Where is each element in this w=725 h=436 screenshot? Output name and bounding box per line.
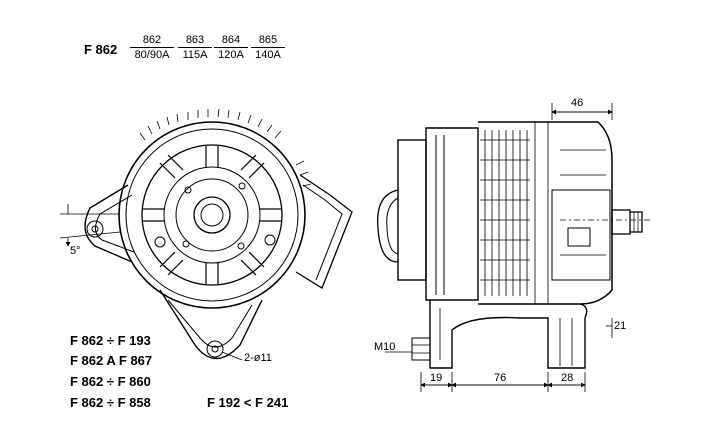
bottom-mount-hole <box>206 340 224 358</box>
variant-amps: 115A <box>182 49 208 61</box>
bolt-label: M10 <box>374 341 396 353</box>
rear-cover <box>397 139 427 281</box>
compat-item: F 862 ÷ F 860 <box>70 374 151 389</box>
compat-item: F 862 ÷ F 858 <box>70 395 151 410</box>
left-mount-hole <box>86 220 104 238</box>
model-label: F 862 <box>84 42 118 57</box>
stator-body <box>478 121 613 305</box>
angle-label: 5° <box>70 245 81 257</box>
front-bearing <box>551 189 611 281</box>
connector-bulge <box>377 189 399 263</box>
front-view <box>59 108 353 360</box>
compat-item-right: F 192 < F 241 <box>207 395 289 410</box>
variant-code: 865 <box>251 34 285 48</box>
bottom-mount-foot <box>429 300 588 369</box>
variant-code: 862 <box>130 34 174 48</box>
m10-bolt <box>411 337 431 361</box>
variant-amps: 140A <box>255 49 281 61</box>
variant-code: 863 <box>178 34 212 48</box>
compat-item: F 862 A F 867 <box>70 353 153 368</box>
side-view <box>377 103 650 392</box>
shaft <box>611 209 631 235</box>
offset-dimension-label: 21 <box>614 320 627 332</box>
bottom-dim-19: 19 <box>430 372 443 384</box>
variant-862: 862 80/90A <box>130 34 174 61</box>
bottom-mount-lug <box>167 299 253 348</box>
top-dimension-label: 46 <box>571 97 584 109</box>
variant-863: 863 115A <box>178 34 212 61</box>
outer-housing <box>118 121 306 309</box>
compat-item: F 862 ÷ F 193 <box>70 333 151 348</box>
variant-864: 864 120A <box>214 34 248 61</box>
pulley-hub <box>193 196 231 234</box>
bottom-dim-28: 28 <box>561 372 574 384</box>
hole-diameter-label: 2-ø11 <box>244 352 272 364</box>
variant-amps: 120A <box>218 49 244 61</box>
variant-amps: 80/90A <box>134 49 170 61</box>
left-mount-lug <box>84 184 133 263</box>
bottom-dim-76: 76 <box>494 372 507 384</box>
variant-865: 865 140A <box>251 34 285 61</box>
variant-code: 864 <box>214 34 248 48</box>
terminal-box <box>295 174 353 289</box>
